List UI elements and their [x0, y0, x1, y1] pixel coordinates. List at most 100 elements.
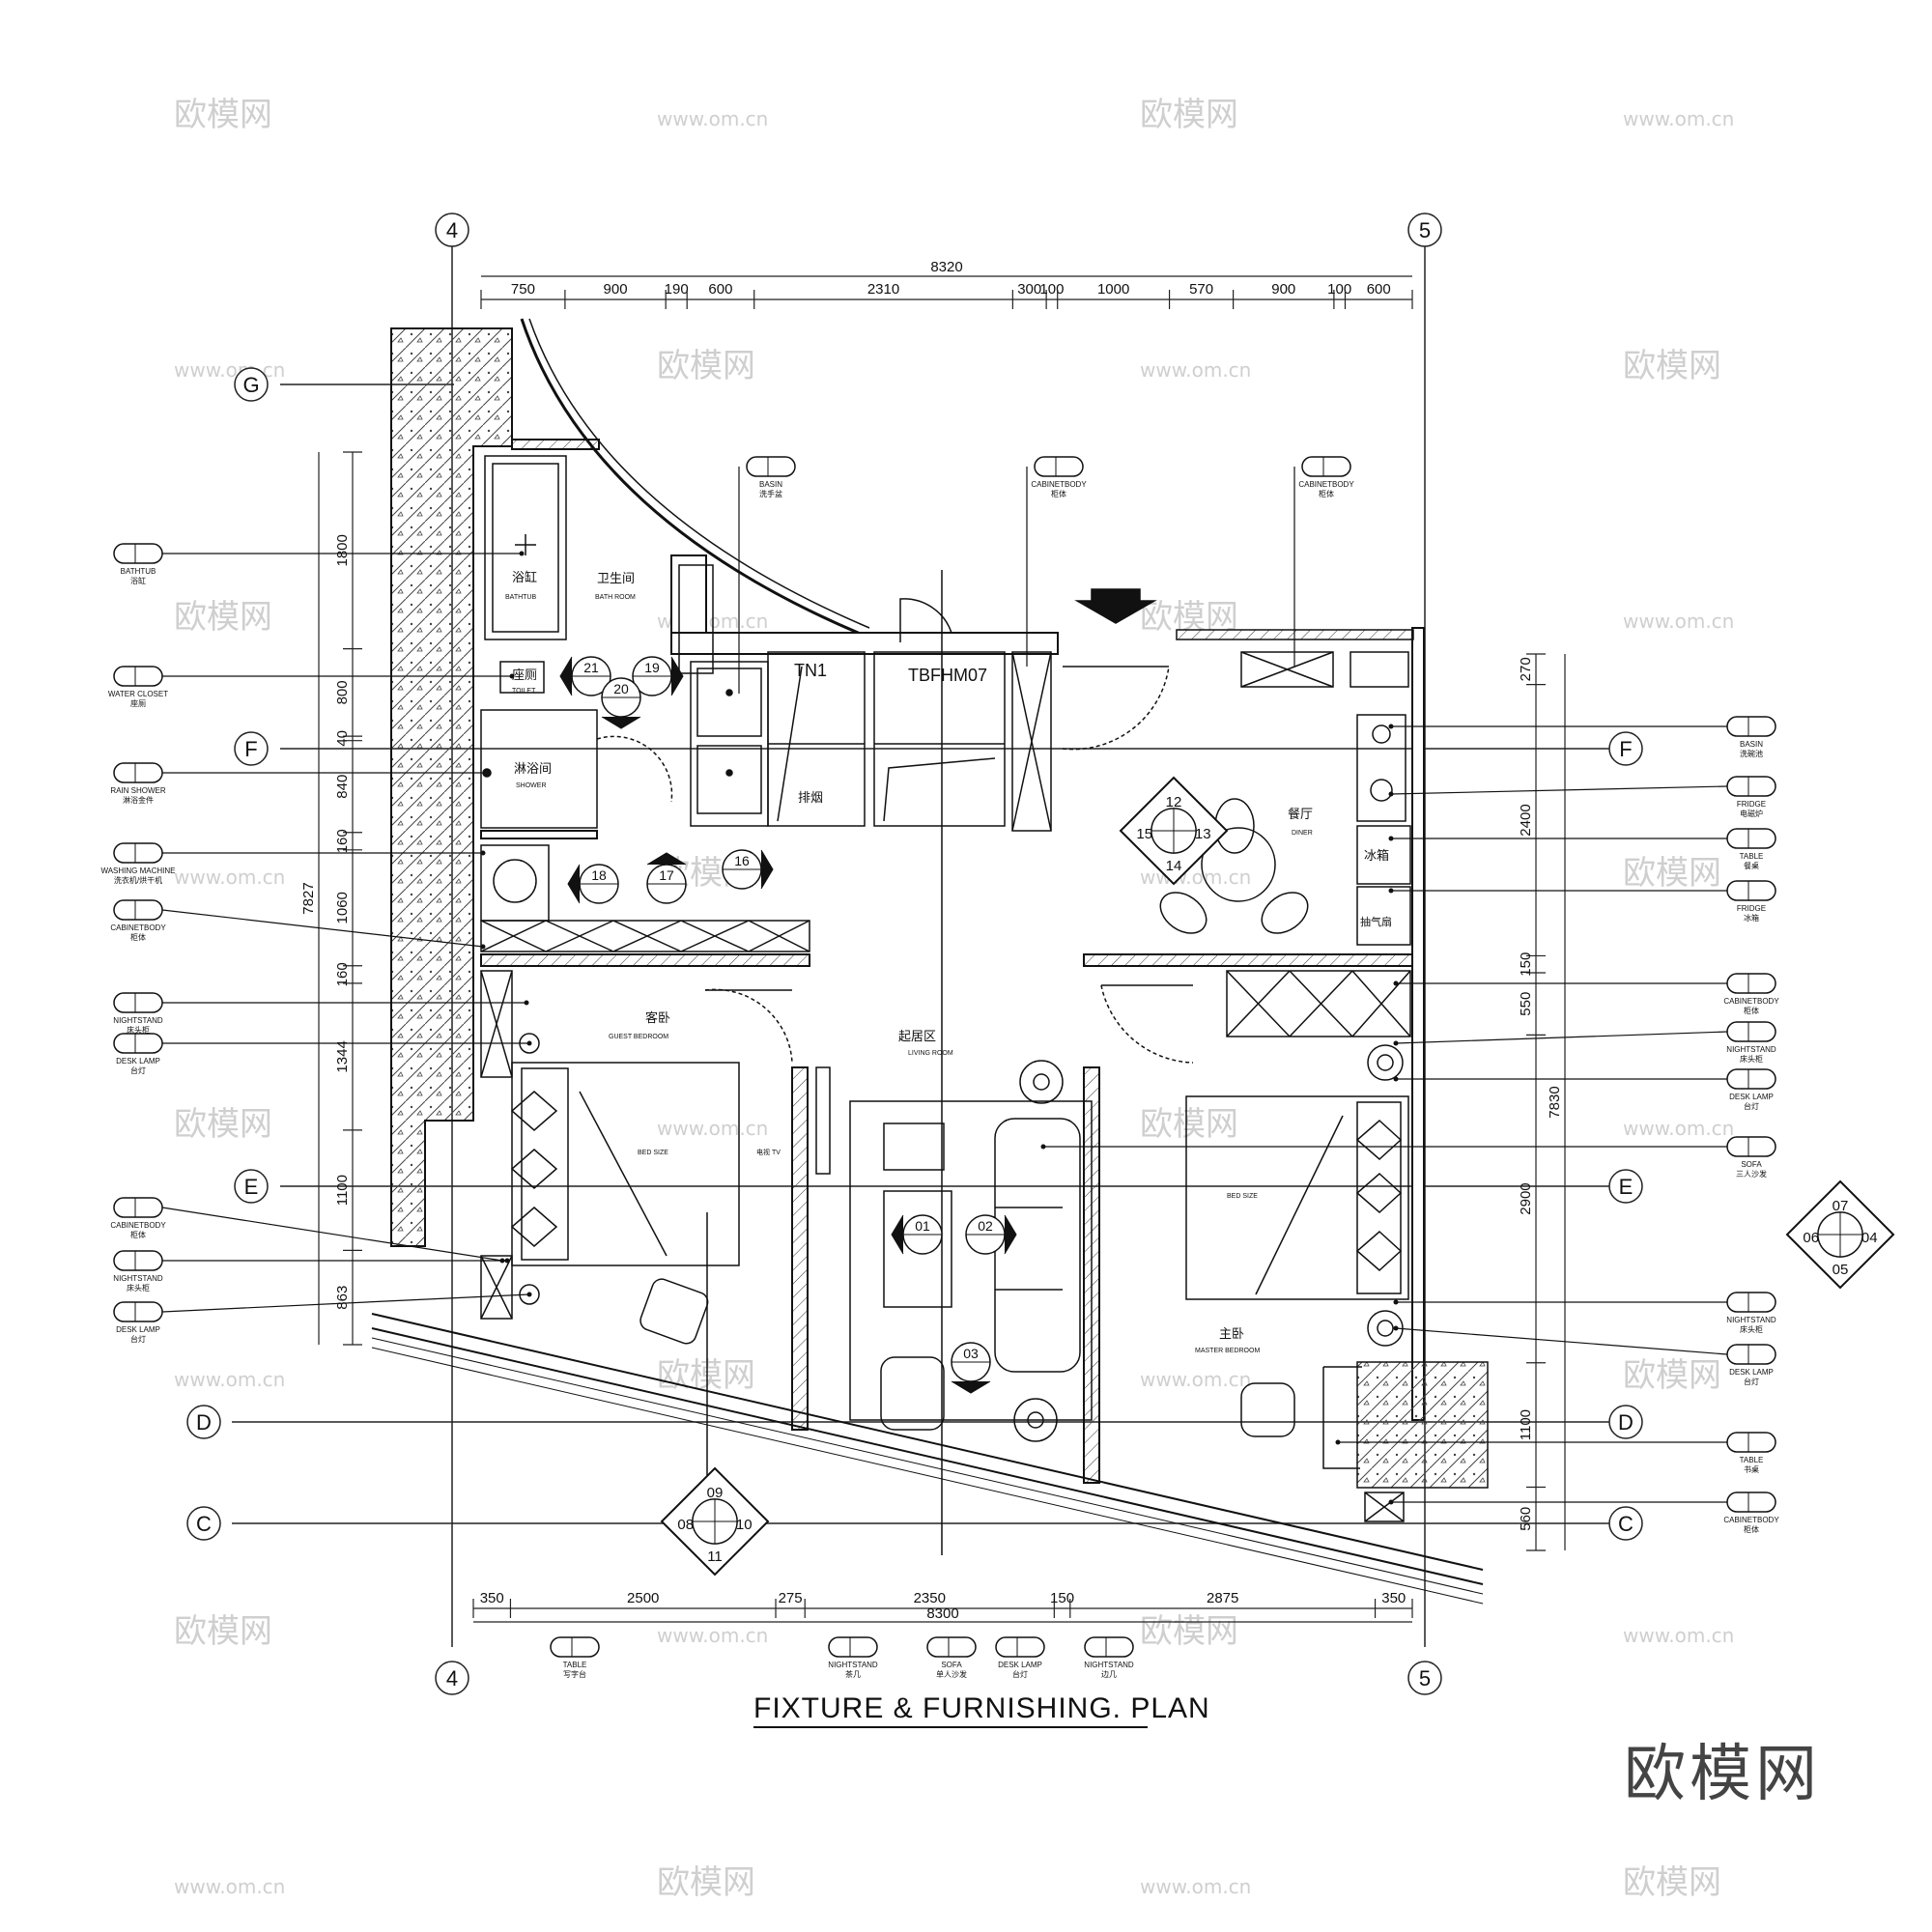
toilet-label-en: TOILET — [512, 688, 536, 695]
dim-label: 1060 — [334, 892, 351, 923]
axis-4-bottom: 4 — [435, 1661, 469, 1695]
tag-en: WATER CLOSET — [108, 690, 168, 698]
tag-cn: 餐桌 — [1744, 861, 1759, 870]
tag-cn: 柜体 — [1051, 489, 1066, 498]
master-desk — [1356, 1361, 1489, 1489]
tag-en: CABINETBODY — [1031, 480, 1087, 489]
dim-label: 800 — [334, 680, 351, 704]
bath-label-cn: 卫生间 — [597, 571, 635, 585]
tag-en: SOFA — [1741, 1160, 1762, 1169]
dim-label: 600 — [708, 281, 732, 298]
dim-label: 1344 — [334, 1040, 351, 1072]
shower-label-en: SHOWER — [516, 782, 547, 789]
dining-label-en: DINER — [1292, 830, 1313, 837]
tag-en: NIGHTSTAND — [1726, 1316, 1776, 1324]
tag-cn: 冰箱 — [1744, 913, 1759, 923]
dim-label: 1000 — [1097, 281, 1129, 298]
tag-en: FRIDGE — [1737, 800, 1766, 809]
tag-en: DESK LAMP — [1729, 1093, 1774, 1101]
watermark-text: www.om.cn — [657, 107, 768, 130]
dining-area: 冰箱 抽气扇 餐厅 DINER — [1159, 629, 1414, 946]
watermark-text: 欧模网 — [657, 347, 755, 385]
elevation-number: 14 — [1166, 858, 1182, 874]
elevation-marker: 18 — [567, 864, 619, 904]
bathtub — [484, 455, 567, 640]
elevation-number: 13 — [1195, 826, 1211, 842]
living-room: 起居区 LIVING ROOM 电视 TV — [756, 570, 1093, 1555]
watermark-text: www.om.cn — [1140, 1875, 1251, 1898]
elevation-number: 04 — [1861, 1230, 1878, 1246]
axis-C-left: C — [186, 1506, 221, 1541]
watermark-text: 欧模网 — [657, 1356, 755, 1395]
kitchen-duct: TN1 TBFHM07 排烟 — [690, 588, 1170, 832]
tag-en: CABINETBODY — [110, 923, 166, 932]
tag-en: CABINETBODY — [110, 1221, 166, 1230]
guest-bed — [511, 1062, 740, 1266]
axis-D-left-label: D — [196, 1410, 212, 1435]
tag-en: FRIDGE — [1737, 904, 1766, 913]
tag-en: NIGHTSTAND — [828, 1661, 878, 1669]
tag-cn: 柜体 — [130, 1230, 146, 1239]
tag-cn: 床头柜 — [127, 1025, 150, 1035]
tag-cn: 床头柜 — [1740, 1054, 1763, 1064]
tag-en: BASIN — [1740, 740, 1763, 749]
axis-E-left-label: E — [244, 1175, 259, 1199]
dim-label: 100 — [1039, 281, 1064, 298]
dim-label: 150 — [1050, 1590, 1074, 1606]
axis-G-label: G — [242, 373, 259, 397]
watermark-text: www.om.cn — [1140, 1368, 1251, 1391]
tag-en: TABLE — [563, 1661, 587, 1669]
master-bed — [1185, 1095, 1409, 1300]
watermark-text: www.om.cn — [174, 1368, 285, 1391]
tag-cn: 电磁炉 — [1740, 809, 1763, 818]
axis-E-right-label: E — [1619, 1175, 1634, 1199]
axis-D-left: D — [186, 1405, 221, 1439]
dim-label: 270 — [1518, 657, 1534, 681]
elevation-number: 07 — [1833, 1198, 1849, 1214]
elevation-number: 02 — [978, 1218, 993, 1234]
duct-tbfhm07 — [873, 651, 1006, 827]
master-wardrobe — [1226, 970, 1411, 1037]
dim-label: 900 — [604, 281, 628, 298]
axis-F-right-label: F — [1619, 737, 1632, 761]
hood-label: 抽气扇 — [1360, 915, 1392, 928]
tag-cn: 淋浴金件 — [123, 795, 154, 805]
dining-table — [1201, 827, 1276, 902]
dim-label: 300 — [1017, 281, 1041, 298]
bath-label-en: BATH ROOM — [595, 594, 636, 601]
tag-en: CABINETBODY — [1723, 997, 1779, 1006]
watermark-text: 欧模网 — [1623, 347, 1721, 385]
dim-label: 2500 — [627, 1590, 659, 1606]
tag-en: CABINETBODY — [1298, 480, 1354, 489]
watermark-text: www.om.cn — [174, 1875, 285, 1898]
title-text: FIXTURE & FURNISHING. PLAN — [753, 1692, 1210, 1724]
elevation-marker: 20 — [601, 677, 641, 729]
elevation-number: 19 — [644, 660, 660, 675]
dim-label: 40 — [334, 730, 351, 747]
tag-cn: 台灯 — [1744, 1377, 1759, 1386]
dim-label: 190 — [665, 281, 689, 298]
single-sofa — [880, 1356, 945, 1431]
shower-label-cn: 淋浴间 — [514, 761, 552, 776]
dim-label: 150 — [1518, 952, 1534, 977]
tag-cn: 边几 — [1101, 1669, 1117, 1679]
axis-F-left-label: F — [244, 737, 257, 761]
dim-label: 2400 — [1518, 804, 1534, 836]
tub-label-en: BATHTUB — [505, 594, 536, 601]
